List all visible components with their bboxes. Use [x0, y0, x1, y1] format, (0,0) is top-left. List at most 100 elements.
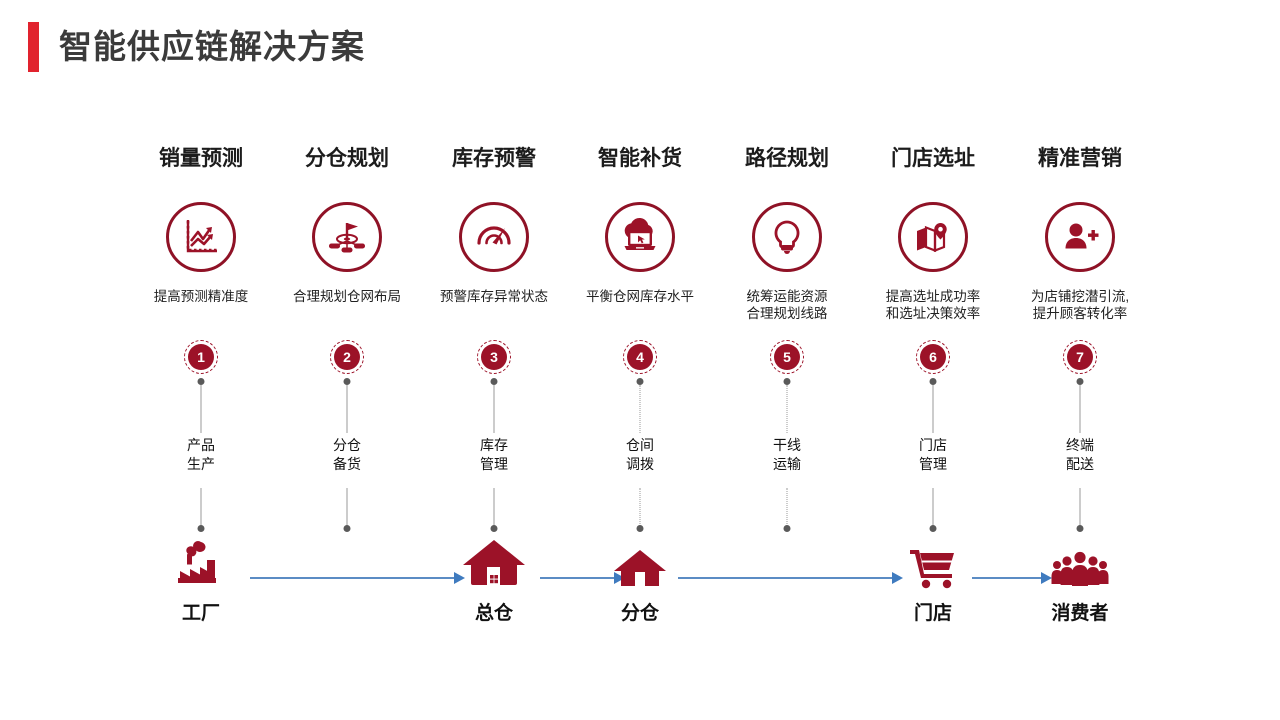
step-badge-5: 5	[770, 340, 804, 374]
connector-line-top	[200, 385, 202, 433]
stage-label: 仓间 调拨	[626, 437, 654, 472]
flag-network-icon	[312, 202, 382, 272]
connector-line-bottom	[786, 488, 788, 528]
arrow-head	[614, 572, 625, 584]
shopping-cart-icon	[904, 536, 962, 592]
column-title: 库存预警	[452, 147, 536, 170]
stage-label: 门店 管理	[919, 437, 947, 472]
flow-arrow-3	[678, 572, 903, 584]
flow-node-label: 分仓	[620, 603, 659, 624]
column-desc: 提高选址成功率 和选址决策效率	[885, 289, 981, 321]
badge-number: 4	[627, 344, 653, 370]
connector-line-top	[639, 385, 641, 433]
column-title: 分仓规划	[305, 147, 389, 170]
flow-node-label: 消费者	[1051, 603, 1109, 624]
badge-number: 5	[774, 344, 800, 370]
flow-arrow-2	[540, 572, 625, 584]
arrow-head	[892, 572, 903, 584]
connector-line-top	[786, 385, 788, 433]
badge-dashed-ring	[770, 340, 804, 374]
cloud-laptop-icon	[605, 202, 675, 272]
column-desc: 为店铺挖潜引流, 提升顾客转化率	[1030, 289, 1130, 321]
column-title: 销量预测	[159, 147, 243, 170]
stage-label: 终端 配送	[1066, 437, 1094, 472]
warehouse-sub-icon	[612, 536, 668, 592]
column-desc: 合理规划仓网布局	[293, 289, 401, 304]
badge-dashed-ring	[1063, 340, 1097, 374]
connector-dot-bottom	[197, 525, 205, 532]
badge-dashed-ring	[330, 340, 364, 374]
flow-node-factory[interactable]: 工厂	[128, 536, 274, 625]
badge-number: 1	[188, 344, 214, 370]
connector-dot-top	[490, 378, 498, 385]
badge-number: 6	[920, 344, 946, 370]
connector-dot-top	[929, 378, 937, 385]
trend-chart-icon	[166, 202, 236, 272]
factory-icon	[170, 536, 232, 592]
arrow-line	[678, 577, 892, 579]
badge-number: 7	[1067, 344, 1093, 370]
badge-dashed-ring	[916, 340, 950, 374]
connector-line-bottom	[493, 488, 495, 528]
connector-dot-top	[343, 378, 351, 385]
flow-node-label: 门店	[913, 603, 952, 624]
connector-dot-top	[1076, 378, 1084, 385]
flow-node-store[interactable]: 门店	[860, 536, 1006, 625]
warehouse-main-icon	[461, 536, 527, 592]
arrow-line	[972, 577, 1041, 579]
connector-line-top	[1079, 385, 1081, 433]
flow-node-label: 工厂	[181, 603, 220, 624]
connector-dot-top	[783, 378, 791, 385]
connector-dot-top	[197, 378, 205, 385]
stage-label: 干线 运输	[773, 437, 801, 472]
stage-label: 产品 生产	[187, 437, 215, 472]
connector-dot-bottom	[783, 525, 791, 532]
flow-node-label: 总仓	[474, 603, 513, 624]
connector-dot-bottom	[1076, 525, 1084, 532]
connector-dot-bottom	[636, 525, 644, 532]
connector-dot-bottom	[929, 525, 937, 532]
connector-line-bottom	[346, 488, 348, 528]
accent-bar	[28, 22, 39, 72]
connector-line-bottom	[1079, 488, 1081, 528]
step-badge-3: 3	[477, 340, 511, 374]
flow-node-main-warehouse[interactable]: 总仓	[421, 536, 567, 625]
connector-line-bottom	[932, 488, 934, 528]
flow-arrow-1	[250, 572, 465, 584]
flow-arrow-4	[972, 572, 1052, 584]
connector-line-top	[493, 385, 495, 433]
badge-dashed-ring	[184, 340, 218, 374]
map-pin-icon	[898, 202, 968, 272]
column-desc: 预警库存异常状态	[440, 289, 548, 304]
badge-dashed-ring	[477, 340, 511, 374]
column-title: 路径规划	[745, 147, 829, 170]
slide-header: 智能供应链解决方案	[28, 22, 365, 72]
step-badge-4: 4	[623, 340, 657, 374]
arrow-line	[540, 577, 614, 579]
arrow-head	[454, 572, 465, 584]
arrow-head	[1041, 572, 1052, 584]
stage-label: 分仓 备货	[333, 437, 361, 472]
column-desc: 平衡仓网库存水平	[586, 289, 694, 304]
column-desc: 提高预测精准度	[153, 289, 249, 304]
step-badge-7: 7	[1063, 340, 1097, 374]
step-badge-2: 2	[330, 340, 364, 374]
flow-node-consumers[interactable]: 消费者	[1007, 536, 1153, 625]
flow-node-sub-warehouse[interactable]: 分仓	[567, 536, 713, 625]
badge-number: 2	[334, 344, 360, 370]
column-title: 门店选址	[891, 147, 975, 170]
connector-dot-bottom	[343, 525, 351, 532]
page-title: 智能供应链解决方案	[59, 28, 365, 65]
connector-line-bottom	[639, 488, 641, 528]
column-title: 智能补货	[598, 147, 682, 170]
connector-line-bottom	[200, 488, 202, 528]
connector-line-top	[932, 385, 934, 433]
step-badge-1: 1	[184, 340, 218, 374]
badge-dashed-ring	[623, 340, 657, 374]
step-badge-6: 6	[916, 340, 950, 374]
consumers-group-icon	[1049, 536, 1111, 592]
gauge-icon	[459, 202, 529, 272]
